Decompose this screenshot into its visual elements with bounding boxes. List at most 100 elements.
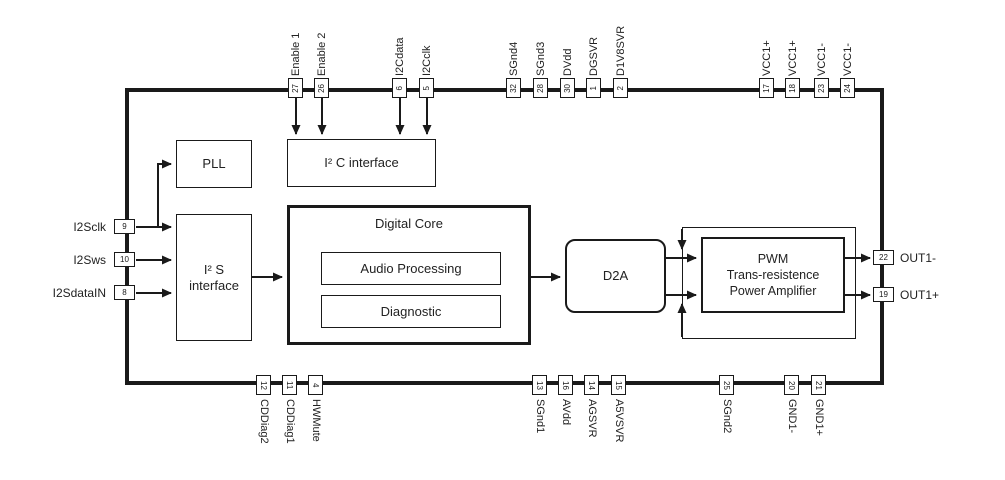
pin-box-top: 27 [288, 78, 303, 98]
pin-box-top: 2 [613, 78, 628, 98]
pin-label: GND1- [786, 399, 798, 434]
pin-box-bottom: 15 [611, 375, 626, 395]
pin-box-bottom: 16 [558, 375, 573, 395]
pin-label: DVdd [562, 48, 574, 76]
pin-number: 21 [814, 380, 823, 390]
i2s-interface-label-line2: interface [189, 277, 239, 293]
pin-number: 15 [614, 380, 623, 390]
pin-number: 19 [879, 290, 888, 299]
audio-processing-block: Audio Processing [321, 252, 501, 285]
pin-label: DGSVR [588, 36, 600, 76]
pin-box-bottom: 4 [308, 375, 323, 395]
diagnostic-block: Diagnostic [321, 295, 501, 328]
pin-box-bottom: 21 [811, 375, 826, 395]
pin-number: 22 [879, 253, 888, 262]
pin-box-bottom: 25 [719, 375, 734, 395]
pwm-label-line3: Power Amplifier [729, 284, 817, 298]
pin-label: VCC1+ [761, 40, 773, 76]
pin-box-left: 8 [114, 285, 135, 300]
pll-block: PLL [176, 140, 252, 188]
pin-number: 6 [395, 85, 404, 91]
pin-box-top: 32 [506, 78, 521, 98]
pin-label: I2Cclk [421, 45, 433, 76]
pin-box-top: 17 [759, 78, 774, 98]
feedback-loop-outline [682, 227, 856, 339]
pll-label: PLL [202, 156, 226, 171]
pin-number: 28 [536, 83, 545, 93]
pin-label: I2Sws [73, 253, 106, 267]
pin-number: 27 [291, 83, 300, 93]
pin-number: 32 [509, 83, 518, 93]
pin-box-top: 26 [314, 78, 329, 98]
digital-core-label: Digital Core [375, 216, 443, 231]
pin-number: 24 [843, 83, 852, 93]
pin-label: A5VSVR [613, 399, 625, 443]
pin-number: 9 [122, 222, 127, 231]
pin-box-bottom: 12 [256, 375, 271, 395]
pin-number: 16 [561, 380, 570, 390]
pin-box-top: 18 [785, 78, 800, 98]
pin-box-bottom: 20 [784, 375, 799, 395]
pin-label: CDDiag1 [284, 399, 296, 444]
pin-number: 13 [535, 380, 544, 390]
pin-box-top: 6 [392, 78, 407, 98]
pin-box-top: 30 [560, 78, 575, 98]
pin-number: 17 [762, 83, 771, 93]
pin-number: 5 [422, 85, 431, 91]
pin-box-top: 5 [419, 78, 434, 98]
pin-number: 12 [259, 380, 268, 390]
pin-label: Enable 2 [316, 32, 328, 76]
pin-label: OUT1- [900, 251, 936, 265]
pin-box-top: 24 [840, 78, 855, 98]
pwm-label-line1: PWM [757, 252, 789, 266]
pin-number: 8 [122, 288, 127, 297]
pin-label: I2Sclk [73, 220, 106, 234]
pin-label: OUT1+ [900, 288, 940, 302]
diagnostic-label: Diagnostic [380, 303, 442, 319]
pin-number: 30 [563, 83, 572, 93]
pin-box-top: 1 [586, 78, 601, 98]
pin-label: VCC1+ [787, 40, 799, 76]
pin-box-right: 22 [873, 250, 894, 265]
pin-number: 4 [311, 382, 320, 388]
d2a-label: D2A [602, 268, 629, 283]
pin-number: 11 [285, 380, 294, 390]
pin-label: AVdd [560, 399, 572, 426]
pin-label: SGnd2 [721, 399, 733, 434]
i2c-interface-block: I² C interface [287, 139, 436, 187]
i2s-interface-block: I² S interface [176, 214, 252, 341]
audio-processing-label: Audio Processing [360, 260, 462, 276]
pin-label: Enable 1 [290, 32, 302, 76]
pin-label: SGnd4 [508, 41, 520, 76]
pin-number: 2 [616, 85, 625, 91]
pin-label: SGnd3 [535, 41, 547, 76]
pwm-label-line2: Trans-resistence [726, 268, 820, 282]
d2a-block: D2A [565, 239, 666, 313]
pin-box-top: 28 [533, 78, 548, 98]
pin-number: 26 [317, 83, 326, 93]
pin-number: 1 [589, 85, 598, 91]
pin-box-right: 19 [873, 287, 894, 302]
pin-label: HWMute [310, 399, 322, 442]
pin-label: VCC1- [816, 42, 828, 76]
pin-number: 10 [120, 255, 129, 264]
pin-number: 23 [817, 83, 826, 93]
pin-box-left: 9 [114, 219, 135, 234]
pin-label: GND1+ [813, 399, 825, 436]
pin-label: SGnd1 [534, 399, 546, 434]
pin-box-bottom: 11 [282, 375, 297, 395]
pin-label: CDDiag2 [258, 399, 270, 444]
pin-label: VCC1- [842, 42, 854, 76]
pin-number: 20 [787, 380, 796, 390]
pin-label: I2Cdata [394, 37, 406, 76]
pin-box-bottom: 13 [532, 375, 547, 395]
pwm-amplifier-block: PWM Trans-resistence Power Amplifier [701, 237, 845, 313]
pin-number: 14 [587, 380, 596, 390]
i2s-interface-label-line1: I² S [203, 261, 225, 277]
pin-box-bottom: 14 [584, 375, 599, 395]
pin-label: AGSVR [586, 399, 598, 438]
pin-label: D1V8SVR [615, 25, 627, 76]
chip-outline [125, 88, 884, 385]
pin-number: 18 [788, 83, 797, 93]
